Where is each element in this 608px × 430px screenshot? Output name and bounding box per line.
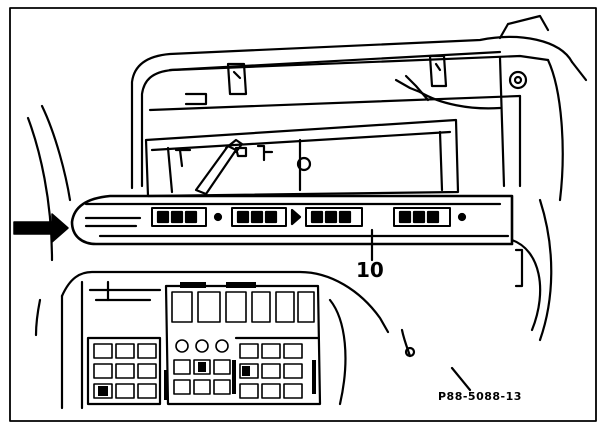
dashboard-outline [130,35,588,202]
center-console [60,270,390,410]
right-trim [400,198,553,392]
callout-label-10: 10 [356,258,384,282]
console-switches [93,291,315,399]
removal-tool [194,138,244,196]
control-unit-bar [70,194,514,246]
figure-reference: P88-5088-13 [438,390,522,403]
figure-frame [9,7,597,422]
wire-harness [394,74,502,110]
pillar-outline [26,104,72,337]
control-unit-connectors [151,207,467,227]
console-fills [98,282,316,400]
upper-brackets [184,14,550,106]
insertion-arrow [13,213,69,243]
glovebox-opening [144,118,460,198]
